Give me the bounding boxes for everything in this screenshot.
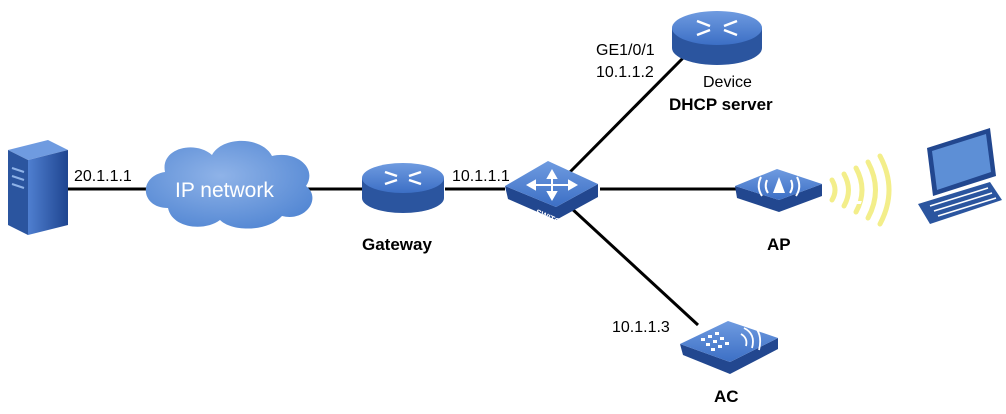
laptop-icon	[855, 128, 1002, 224]
link-switch-device	[568, 53, 688, 174]
device-interface-label: GE1/0/1	[596, 42, 655, 59]
router-icon	[672, 11, 762, 65]
ac-ip-label: 10.1.1.3	[612, 319, 670, 336]
server-ip-label: 20.1.1.1	[74, 168, 132, 185]
ap-label: AP	[767, 235, 791, 254]
links	[68, 53, 740, 327]
device-label: Device	[703, 74, 752, 91]
gateway-label: Gateway	[362, 235, 432, 254]
router-icon	[362, 163, 444, 213]
link-switch-ac	[568, 205, 700, 327]
device-ip-label: 10.1.1.2	[596, 64, 654, 81]
ac-label: AC	[714, 387, 739, 406]
cloud-icon	[145, 140, 313, 229]
device-role-label: DHCP server	[669, 95, 773, 114]
gateway-ip-label: 10.1.1.1	[452, 168, 510, 185]
switch-icon	[505, 161, 598, 220]
server-icon	[8, 140, 68, 235]
cloud-label: IP network	[175, 179, 274, 202]
access-point-icon	[735, 169, 822, 212]
wireless-signal-icon	[829, 153, 892, 227]
access-controller-icon	[680, 321, 778, 374]
